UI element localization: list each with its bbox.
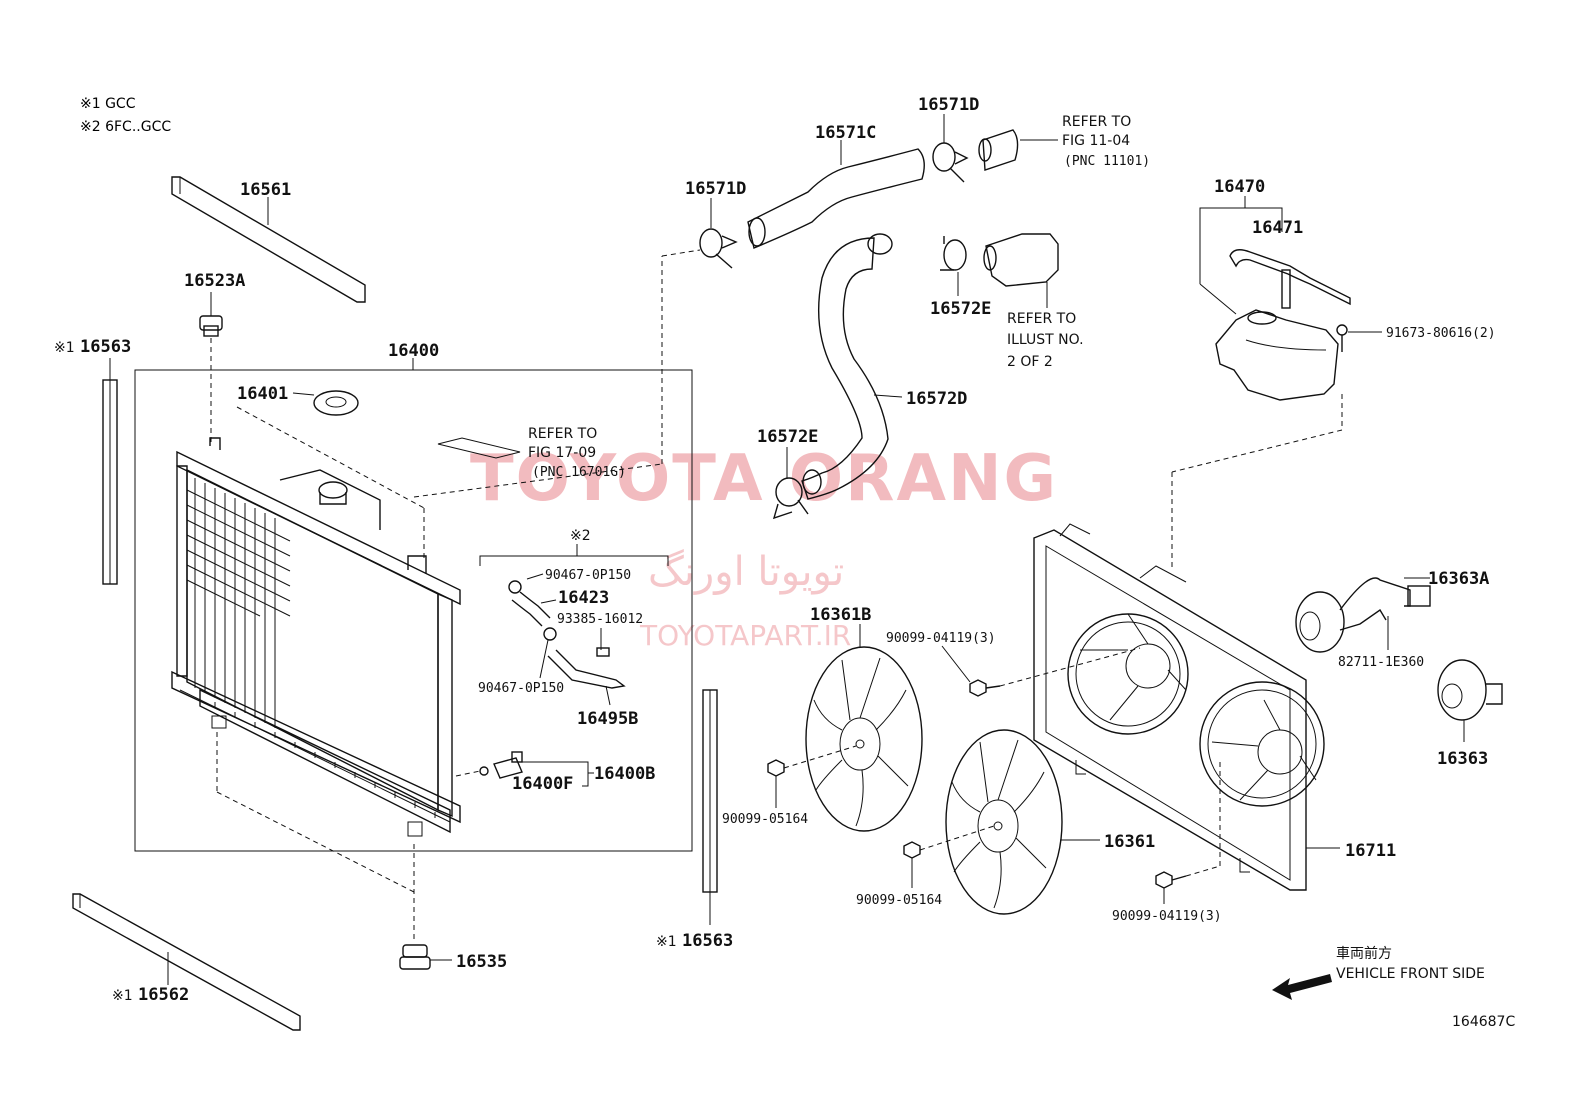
part-16562-label: 16562 [138, 985, 189, 1005]
part-16563-top-label: 16563 [80, 337, 131, 357]
pipe-fitting-part [978, 129, 1019, 171]
fan-16361-part [945, 729, 1063, 915]
part-16423-label: 16423 [558, 588, 609, 608]
strip-16563-right-part [702, 689, 718, 893]
part-16363A-label: 16363A [1428, 569, 1489, 589]
part-16400B-label: 16400B [594, 764, 655, 784]
ref-illust-line1: REFER TO [1007, 311, 1076, 327]
drain-plug-part [479, 751, 523, 779]
bolt-91673-part [1336, 324, 1348, 352]
radiator-core-part [171, 437, 461, 837]
part-91673-label: 91673-80616(2) [1386, 326, 1496, 341]
figure-id: 164687C [1452, 1014, 1515, 1030]
part-16571D-right-label: 16571D [918, 95, 979, 115]
ref-fig1104-line2: FIG 11-04 [1062, 133, 1130, 149]
part-16523A-label: 16523A [184, 271, 245, 291]
part-16470-label: 16470 [1214, 177, 1265, 197]
mount-16535-part [399, 944, 431, 970]
strip-16563-left-part [102, 379, 118, 585]
part-16563-bot-label: 16563 [682, 931, 733, 951]
front-arrow-icon [1272, 974, 1332, 1000]
watermark-title: TOYOTA ORANG [470, 442, 1058, 516]
nut-90099-05164-a-part [767, 759, 785, 777]
water-inlet-part [983, 233, 1059, 287]
part-90099-04119-top-label: 90099-04119(3) [886, 631, 996, 646]
seal-16561-part [171, 176, 366, 303]
watermark-persian: تویوتا اورنگ [648, 549, 844, 595]
bolt-90099-04119-top-part [969, 679, 1001, 697]
fan-16361B-part [805, 646, 923, 832]
motor-16363A-part [1295, 577, 1431, 653]
part-16401-label: 16401 [237, 384, 288, 404]
part-16535-label: 16535 [456, 952, 507, 972]
note-gcc: ※1 GCC [80, 96, 136, 112]
part-16563-bot-mark: ※1 [656, 934, 677, 950]
clamp-16572E-left-part [772, 477, 809, 520]
part-16471-label: 16471 [1252, 218, 1303, 238]
part-90467-bot-label: 90467-0P150 [478, 681, 564, 696]
reservoir-group-bracket [1199, 207, 1283, 232]
part-93385-label: 93385-16012 [557, 612, 643, 627]
part-16361B-label: 16361B [810, 605, 871, 625]
ref-fig1104-line1: REFER TO [1062, 114, 1131, 130]
part-16571D-left-label: 16571D [685, 179, 746, 199]
mount-16523A-part [199, 315, 223, 337]
nut-90099-05164-b-part [903, 841, 921, 859]
reservoir-16470-part [1215, 309, 1339, 401]
ref-illust-line2: ILLUST NO. [1007, 332, 1084, 348]
part-16561-label: 16561 [240, 180, 291, 200]
group2-marker: ※2 [570, 528, 591, 544]
part-16363-label: 16363 [1437, 749, 1488, 769]
part-16711-label: 16711 [1345, 841, 1396, 861]
wire-tag-part [437, 437, 521, 459]
part-82711-label: 82711-1E360 [1338, 655, 1424, 670]
part-90467-top-label: 90467-0P150 [545, 568, 631, 583]
hose-16423-part [508, 580, 626, 689]
hose-16572D-part [801, 233, 893, 500]
part-16562-mark: ※1 [112, 988, 133, 1004]
hose-16571C-part [747, 148, 925, 249]
bolt-90099-04119-bot-part [1155, 871, 1187, 889]
part-90099-05164-b-label: 90099-05164 [856, 893, 942, 908]
part-16572E-left-label: 16572E [757, 427, 818, 447]
part-90099-05164-a-label: 90099-05164 [722, 812, 808, 827]
ref-illust-line3: 2 OF 2 [1007, 354, 1053, 370]
direction-japanese: 車両前方 [1336, 945, 1392, 962]
part-16400F-label: 16400F [512, 774, 573, 794]
filler-neck-part [318, 481, 348, 505]
clamp-16572E-top-part [940, 236, 967, 271]
ref-fig1709-line2: FIG 17-09 [528, 445, 596, 461]
seal-16562-part [72, 893, 301, 1031]
watermark-site: TOYOTAPART.IR [639, 619, 851, 652]
ref-fig1709-line3: (PNC 16701G) [532, 465, 626, 480]
overflow-hose-16471-part [1229, 249, 1351, 309]
ref-fig1104-line3: (PNC 11101) [1064, 154, 1150, 169]
part-16572E-top-label: 16572E [930, 299, 991, 319]
part-16572D-label: 16572D [906, 389, 967, 409]
part-90099-04119-bot-label: 90099-04119(3) [1112, 909, 1222, 924]
part-16400-label: 16400 [388, 341, 439, 361]
direction-english: VEHICLE FRONT SIDE [1336, 966, 1485, 982]
clamp-16571D-left-part [699, 228, 738, 269]
cap-16401-part [313, 390, 359, 416]
ref-fig1709-line1: REFER TO [528, 426, 597, 442]
part-16495B-label: 16495B [577, 709, 638, 729]
motor-16363-part [1437, 659, 1503, 721]
part-16361-label: 16361 [1104, 832, 1155, 852]
clamp-16571D-right-part [932, 142, 969, 183]
part-16571C-label: 16571C [815, 123, 876, 143]
fan-shroud-16711-part [1033, 523, 1325, 891]
note-6fc-gcc: ※2 6FC..GCC [80, 119, 171, 135]
part-16563-top-mark: ※1 [54, 340, 75, 356]
